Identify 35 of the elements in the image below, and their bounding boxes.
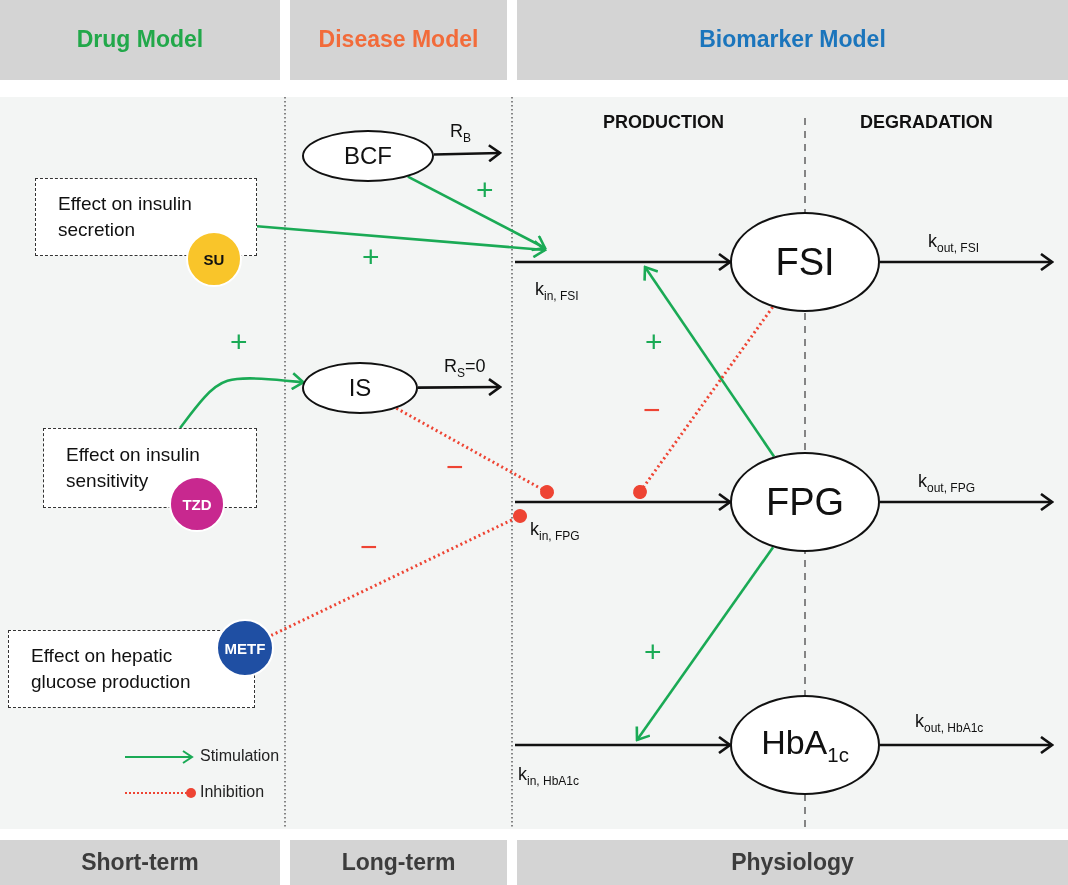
- arrow: [418, 377, 502, 397]
- legend-label: Inhibition: [200, 783, 265, 801]
- rate-label: k$_{in, HbA1c}$: [518, 765, 580, 787]
- inhibition-connector: [395, 406, 554, 499]
- rate-label: k$_{out, HbA1c}$: [915, 712, 984, 734]
- arrow: [515, 492, 732, 512]
- arrow: [179, 372, 305, 429]
- rate-label: k$_{out, FPG}$: [918, 472, 976, 494]
- arrow: [643, 265, 776, 458]
- header-band: Disease Model: [290, 0, 507, 80]
- inhibition-connector: [270, 509, 527, 637]
- legend-label: Stimulation: [200, 747, 280, 765]
- footer-band: Physiology: [517, 840, 1068, 885]
- rate-label: k$_{out, FSI}$: [928, 232, 980, 254]
- arrow: [433, 143, 502, 163]
- effect-box: Effect on insulin secretion: [35, 178, 257, 256]
- footer-band: Short-term: [0, 840, 280, 885]
- inhibition-connector: [633, 306, 774, 499]
- arrow: [635, 546, 775, 742]
- arrow: [515, 735, 732, 755]
- arrow: [256, 224, 547, 259]
- rate-label: k$_{in, FSI}$: [535, 280, 579, 302]
- arrow: [880, 252, 1054, 272]
- rate-label: R$_{S}$=0: [444, 357, 486, 379]
- footer-band: Long-term: [290, 840, 507, 885]
- arrow: [880, 492, 1054, 512]
- column-heading: PRODUCTION: [603, 112, 724, 133]
- column-heading: DEGRADATION: [860, 112, 993, 133]
- arrow: [515, 252, 732, 272]
- arrow: [407, 175, 547, 252]
- header-band: Biomarker Model: [517, 0, 1068, 80]
- rate-label: R$_{B}$: [450, 122, 471, 144]
- arrow: [880, 735, 1054, 755]
- rate-label: k$_{in, FPG}$: [530, 520, 580, 542]
- header-band: Drug Model: [0, 0, 280, 80]
